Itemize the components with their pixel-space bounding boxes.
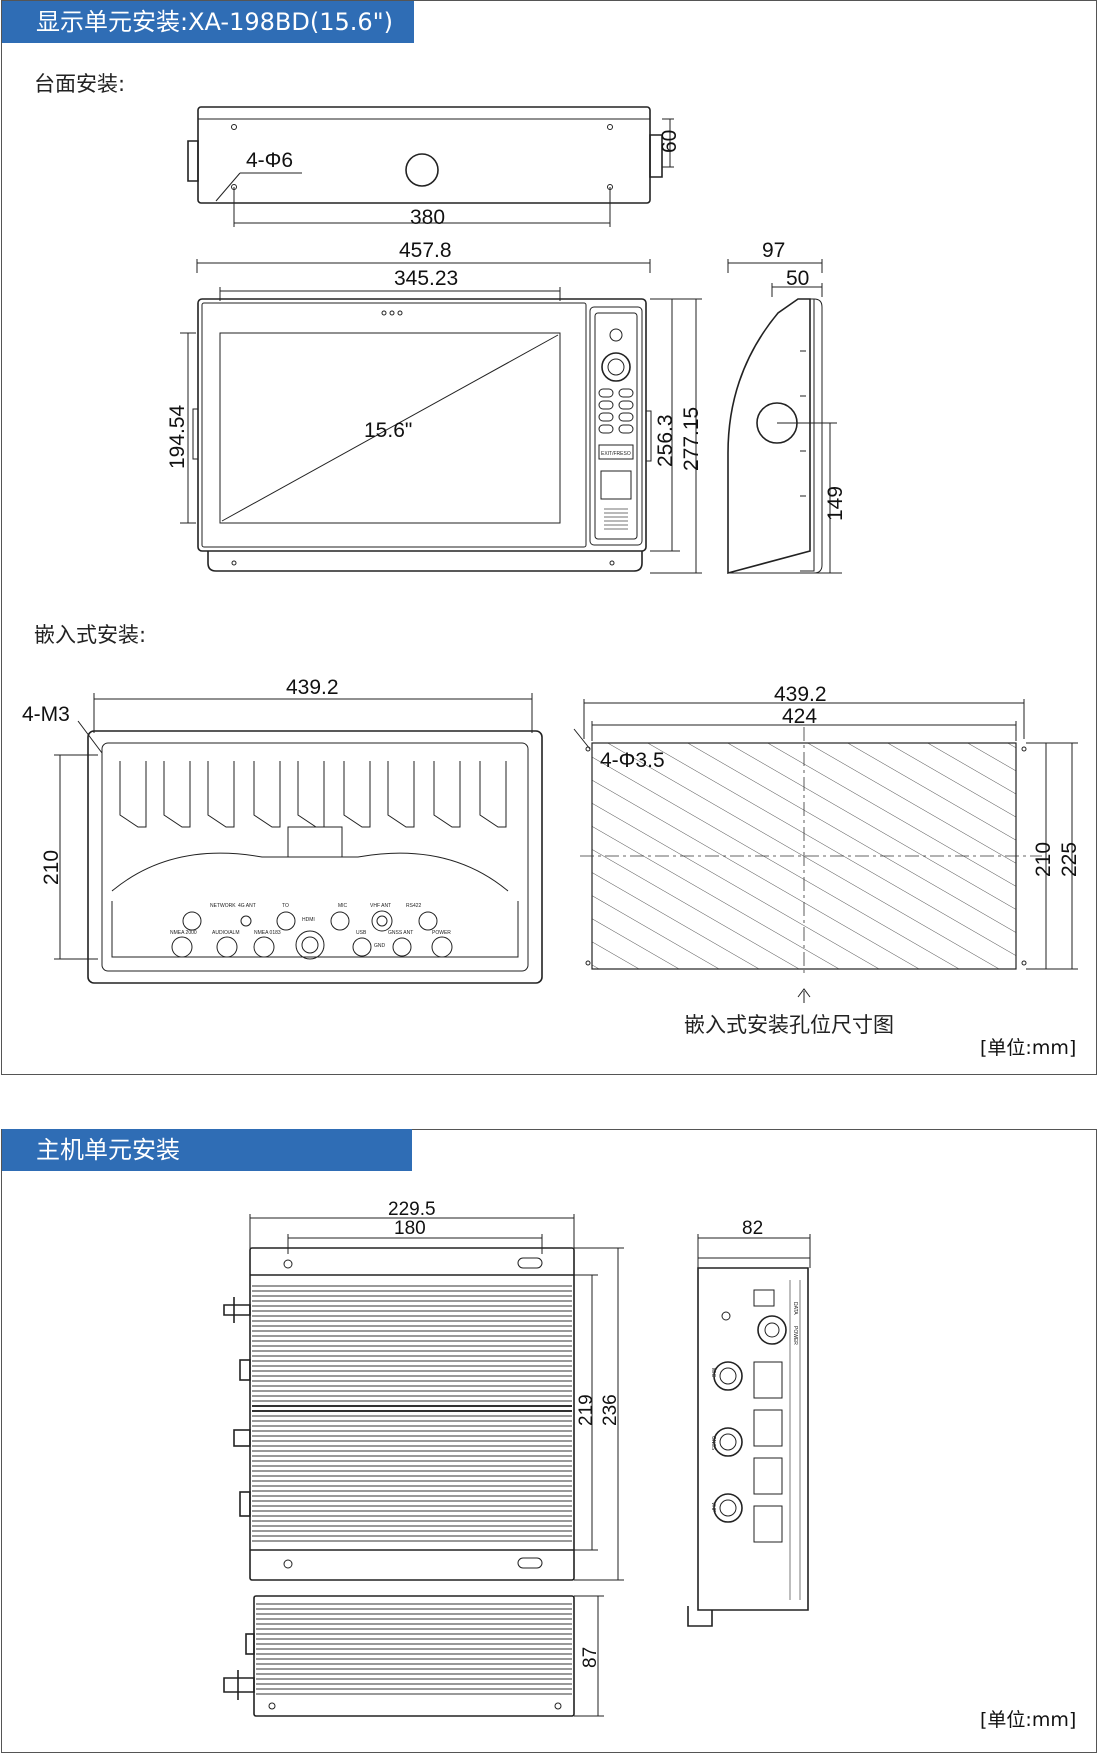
dim-rear-height: 210 (40, 850, 63, 885)
main-unit-top-view (223, 1214, 624, 1581)
main-unit-panel: 主机单元安装 [单位:mm] 229.5 180 219 236 (1, 1129, 1097, 1753)
display-rear-view: NETWORK 4G ANT TO MIC VHF ANT RS422 NMEA… (54, 693, 543, 984)
desk-mount-label: 台面安装: (34, 72, 126, 96)
dim-cut-inner-width: 424 (782, 705, 817, 728)
side-label-gnss: GNSS (710, 1436, 716, 1451)
section-title-display: 显示单元安装:XA-198BD(15.6") (2, 1, 414, 43)
conn-to: TO (282, 903, 289, 909)
conn-gnd: GND (374, 943, 386, 949)
unit-label-1: [单位:mm] (980, 1037, 1077, 1059)
dim-pivot-height: 149 (824, 486, 847, 521)
side-label-mic: MIC (710, 1368, 716, 1378)
dim-cut-holes: 4-Φ3.5 (600, 749, 665, 772)
main-unit-drawing: 229.5 180 219 236 87 (223, 1199, 811, 1717)
display-side-view (727, 259, 842, 575)
dim-main-overall-height: 236 (600, 1394, 621, 1426)
panel-exit-label: EXIT/FRESO (601, 451, 631, 457)
dim-main-side-height: 87 (580, 1647, 601, 1668)
conn-usb: USB (356, 930, 367, 936)
display-front-view: EXIT/FRESO (180, 259, 702, 574)
dim-screen-width: 345.23 (394, 267, 458, 290)
dim-main-overall-width: 229.5 (388, 1199, 436, 1220)
bracket-top-view (187, 106, 674, 227)
conn-gnss: GNSS ANT (388, 930, 413, 936)
conn-nmea0183: NMEA 0183 (254, 930, 281, 936)
dim-main-inner-height: 219 (576, 1394, 597, 1426)
conn-rs422: RS422 (406, 903, 422, 909)
dim-bracket-height: 60 (658, 130, 681, 153)
conn-nmea2000: NMEA 2000 (170, 930, 197, 936)
dim-depth: 97 (762, 239, 785, 262)
conn-audio: AUDIO/ALM (212, 930, 240, 936)
display-unit-drawing: 4-Φ6 380 60 EXIT/FRESO (22, 106, 1081, 1003)
main-unit-bottom-view (223, 1595, 604, 1717)
side-label-power: POWER (792, 1326, 798, 1345)
conn-4g: 4G ANT (238, 903, 256, 909)
dim-cut-outer-width: 439.2 (774, 683, 827, 706)
dim-rear-holes: 4-M3 (22, 703, 70, 726)
conn-mic: MIC (338, 903, 348, 909)
conn-power: POWER (432, 930, 451, 936)
dim-screen-height: 194.54 (166, 404, 189, 469)
dim-main-hole-span: 180 (394, 1218, 426, 1239)
dim-main-depth: 82 (742, 1218, 763, 1239)
cutout-template (573, 699, 1078, 1003)
dim-overall-width: 457.8 (399, 239, 452, 262)
main-unit-bottom-fins (256, 1603, 572, 1695)
display-unit-panel: 显示单元安装:XA-198BD(15.6") 台面安装: 嵌入式安装: 嵌入式安… (1, 0, 1097, 1075)
main-unit-end-view: DATA POWER MIC GNSS VHF (687, 1234, 811, 1627)
side-label-vhf: VHF (710, 1502, 716, 1512)
unit-label-2: [单位:mm] (980, 1709, 1077, 1731)
dim-diagonal: 15.6" (364, 419, 412, 442)
dim-hole-span: 380 (410, 206, 445, 229)
dim-holes-top: 4-Φ6 (246, 149, 293, 172)
cutout-caption: 嵌入式安装孔位尺寸图 (684, 1013, 894, 1037)
bracket-center-hole (405, 153, 439, 187)
section-title-main: 主机单元安装 (2, 1129, 412, 1171)
dim-cut-outer-height: 225 (1058, 842, 1081, 877)
dim-body-height: 256.3 (654, 414, 677, 467)
main-unit-fins (252, 1285, 572, 1542)
conn-vhf: VHF ANT (370, 903, 391, 909)
conn-network: NETWORK (210, 903, 236, 909)
embed-mount-label: 嵌入式安装: (34, 623, 147, 647)
conn-hdmi: HDMI (302, 917, 315, 923)
dim-overall-height: 277.15 (680, 407, 703, 471)
dim-rear-width: 439.2 (286, 676, 339, 699)
dim-depth-inner: 50 (786, 267, 809, 290)
side-label-data: DATA (792, 1302, 798, 1315)
dim-cut-inner-height: 210 (1032, 842, 1055, 877)
